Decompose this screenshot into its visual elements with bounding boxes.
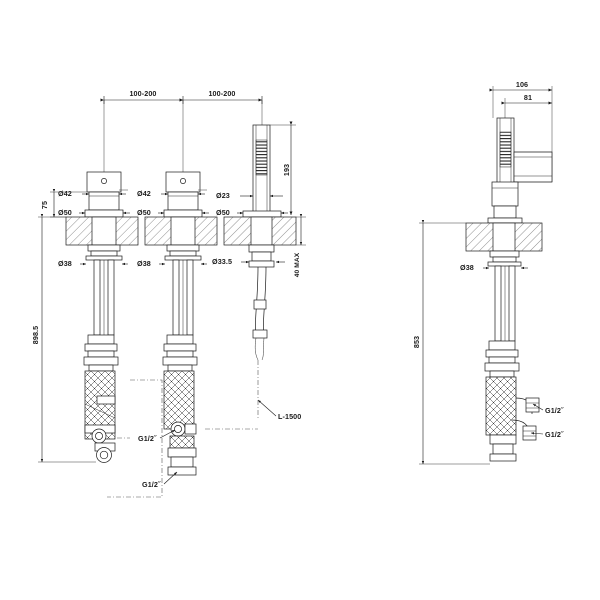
svg-text:Ø33.5: Ø33.5 bbox=[212, 257, 232, 266]
side-nut-upper bbox=[525, 397, 540, 413]
dim-dia38-center: Ø38 bbox=[137, 259, 207, 268]
svg-text:106: 106 bbox=[516, 80, 528, 89]
side-view: 106 81 bbox=[412, 80, 564, 465]
dim-overall-length-side: 853 bbox=[412, 220, 490, 465]
dim-dia50-right: Ø50 bbox=[216, 208, 288, 217]
svg-text:L-1500: L-1500 bbox=[278, 412, 301, 421]
side-handshower-grip bbox=[500, 132, 511, 167]
side-body bbox=[465, 181, 543, 462]
assembly-reference-path-1 bbox=[107, 379, 163, 498]
side-nut-lower bbox=[522, 425, 537, 441]
svg-text:898.5: 898.5 bbox=[31, 326, 40, 345]
svg-text:Ø50: Ø50 bbox=[137, 208, 151, 217]
svg-text:853: 853 bbox=[412, 336, 421, 348]
svg-text:Ø50: Ø50 bbox=[58, 208, 72, 217]
dim-dia42-center: Ø42 bbox=[137, 189, 207, 198]
front-view: 100-200 100-200 bbox=[31, 89, 306, 498]
svg-text:Ø42: Ø42 bbox=[137, 189, 151, 198]
dim-dia50-center: Ø50 bbox=[137, 208, 209, 217]
svg-text:Ø23: Ø23 bbox=[216, 191, 230, 200]
svg-text:Ø38: Ø38 bbox=[460, 263, 474, 272]
svg-text:40 MAX: 40 MAX bbox=[294, 252, 301, 277]
svg-text:Ø50: Ø50 bbox=[216, 208, 230, 217]
dim-dia38-side: Ø38 bbox=[460, 263, 528, 272]
center-control-valve bbox=[144, 171, 218, 476]
handle-screw-center bbox=[180, 178, 186, 184]
side-spout-arm bbox=[513, 151, 553, 183]
dim-spacing-right: 100-200 bbox=[208, 89, 235, 98]
handshower-grip bbox=[256, 140, 267, 175]
dim-spacing-left: 100-200 bbox=[129, 89, 156, 98]
braided-hose-center bbox=[164, 371, 194, 429]
dim-dia50-left: Ø50 bbox=[58, 208, 130, 217]
connection-label-center-upper: G1/2˝ bbox=[138, 429, 176, 443]
left-control-valve bbox=[65, 171, 139, 463]
side-braided-hose bbox=[486, 377, 516, 435]
svg-text:81: 81 bbox=[524, 93, 532, 102]
svg-text:G1/2˝: G1/2˝ bbox=[545, 430, 564, 439]
handshower-outlet bbox=[223, 124, 297, 361]
dim-handshower-height: 193 bbox=[270, 121, 296, 215]
side-connection-label-upper: G1/2˝ bbox=[532, 403, 564, 415]
dim-dia42-left: Ø42 bbox=[58, 189, 128, 198]
svg-text:G1/2˝: G1/2˝ bbox=[142, 480, 161, 489]
svg-text:75: 75 bbox=[40, 201, 49, 209]
svg-text:193: 193 bbox=[282, 164, 291, 176]
svg-text:G1/2˝: G1/2˝ bbox=[138, 434, 157, 443]
svg-text:G1/2˝: G1/2˝ bbox=[545, 406, 564, 415]
dim-dia38-left: Ø38 bbox=[58, 259, 128, 268]
dim-overall-length-front: 898.5 bbox=[31, 214, 96, 463]
hose-length-label: L-1500 bbox=[257, 399, 301, 421]
svg-text:Ø38: Ø38 bbox=[58, 259, 72, 268]
dim-dia23: Ø23 bbox=[216, 191, 283, 200]
svg-text:Ø42: Ø42 bbox=[58, 189, 72, 198]
svg-text:Ø38: Ø38 bbox=[137, 259, 151, 268]
side-connection-label-lower: G1/2˝ bbox=[530, 430, 564, 439]
handle-screw bbox=[101, 178, 107, 184]
connection-label-center-lower: G1/2˝ bbox=[142, 471, 178, 489]
dim-deck-thickness: 40 MAX bbox=[294, 214, 306, 277]
dim-dia33-5: Ø33.5 bbox=[212, 257, 285, 266]
spacing-dimension-group: 100-200 100-200 bbox=[100, 89, 263, 192]
